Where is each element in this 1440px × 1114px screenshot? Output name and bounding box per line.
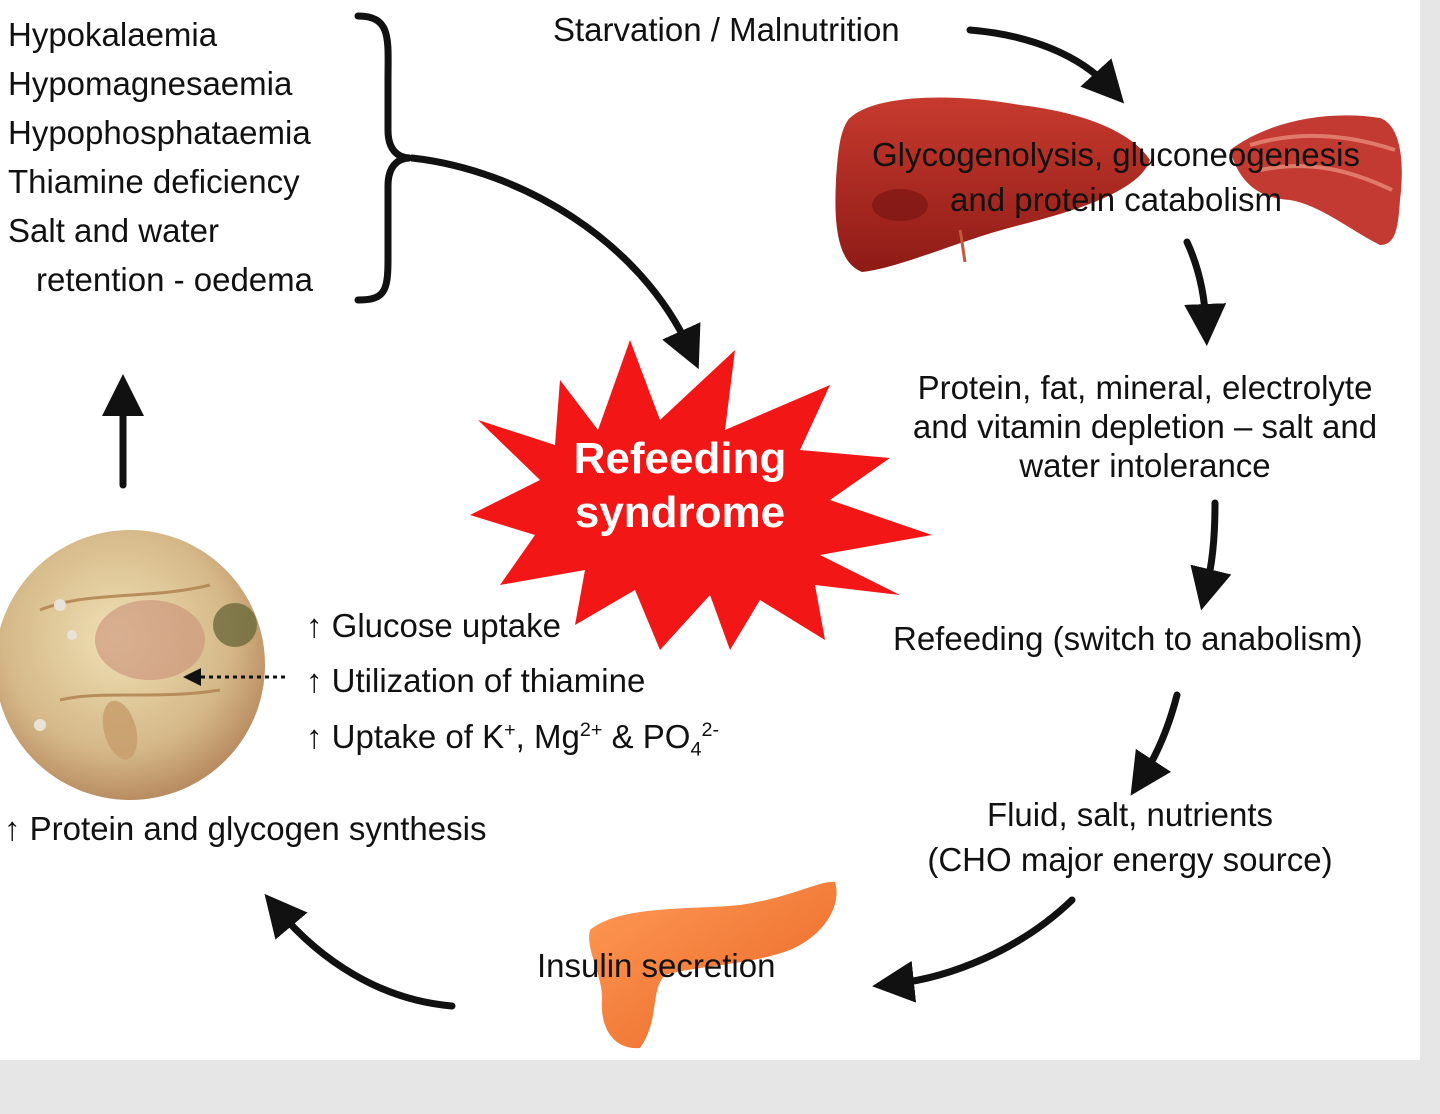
list-item-hypophosphataemia: Hypophosphataemia (8, 114, 311, 151)
arrow-fluid-to-insulin (872, 896, 1076, 1003)
arrow-depletion-to-refeeding (1190, 499, 1232, 611)
label-depletion-line3: water intolerance (1019, 447, 1271, 484)
label-protein-synthesis: ↑ Protein and glycogen synthesis (4, 812, 486, 845)
center-title: Refeeding syndrome (520, 432, 840, 540)
center-line2: syndrome (574, 488, 786, 537)
list-item-thiamine-deficiency: Thiamine deficiency (8, 163, 300, 200)
liver-illustration (835, 97, 1150, 272)
label-glyco-line1: Glycogenolysis, gluconeogenesis (872, 136, 1360, 173)
arrow-insulin-to-synthesis (264, 893, 456, 1010)
label-depletion-line1: Protein, fat, mineral, electrolyte (917, 369, 1373, 406)
label-starvation: Starvation / Malnutrition (553, 11, 900, 48)
up-arrow-icon: ↑ (4, 810, 21, 847)
arrow-refeeding-to-fluid (1130, 691, 1181, 796)
label-depletion-line2: and vitamin depletion – salt and (912, 408, 1378, 445)
arrow-liver-to-depletion (1183, 238, 1227, 346)
up-arrow-icon: ↑ (306, 662, 323, 699)
effect-glucose-uptake: ↑ Glucose uptake (306, 607, 561, 644)
up-arrow-icon: ↑ (306, 718, 323, 755)
brace (354, 12, 411, 304)
arrow-brace-to-syndrome (408, 154, 701, 370)
center-line1: Refeeding (573, 434, 787, 483)
effect-electrolyte-uptake: ↑ Uptake of K+, Mg2+ & PO42- (306, 718, 720, 761)
label-fluid-line1: Fluid, salt, nutrients (986, 796, 1274, 833)
list-item-salt-water: Salt and water (8, 212, 219, 249)
label-fluid-line2: (CHO major energy source) (927, 841, 1333, 878)
label-insulin-secretion: Insulin secretion (537, 947, 776, 984)
up-arrow-icon: ↑ (306, 607, 323, 644)
label-glyco-line2: and protein catabolism (949, 181, 1283, 218)
protein-synthesis-text: Protein and glycogen synthesis (29, 810, 487, 847)
muscle-illustration (1230, 115, 1402, 245)
cell-illustration (0, 530, 265, 800)
label-refeeding: Refeeding (switch to anabolism) (893, 620, 1363, 657)
pancreas-illustration (589, 881, 837, 1049)
refeeding-starburst (470, 340, 932, 650)
list-item-hypomagnesaemia: Hypomagnesaemia (8, 65, 293, 102)
arrow-starvation-to-liver (966, 26, 1125, 104)
list-item-hypokalaemia: Hypokalaemia (8, 16, 218, 53)
effect-thiamine: ↑ Utilization of thiamine (306, 662, 646, 699)
list-item-retention-oedema: retention - oedema (36, 261, 314, 298)
